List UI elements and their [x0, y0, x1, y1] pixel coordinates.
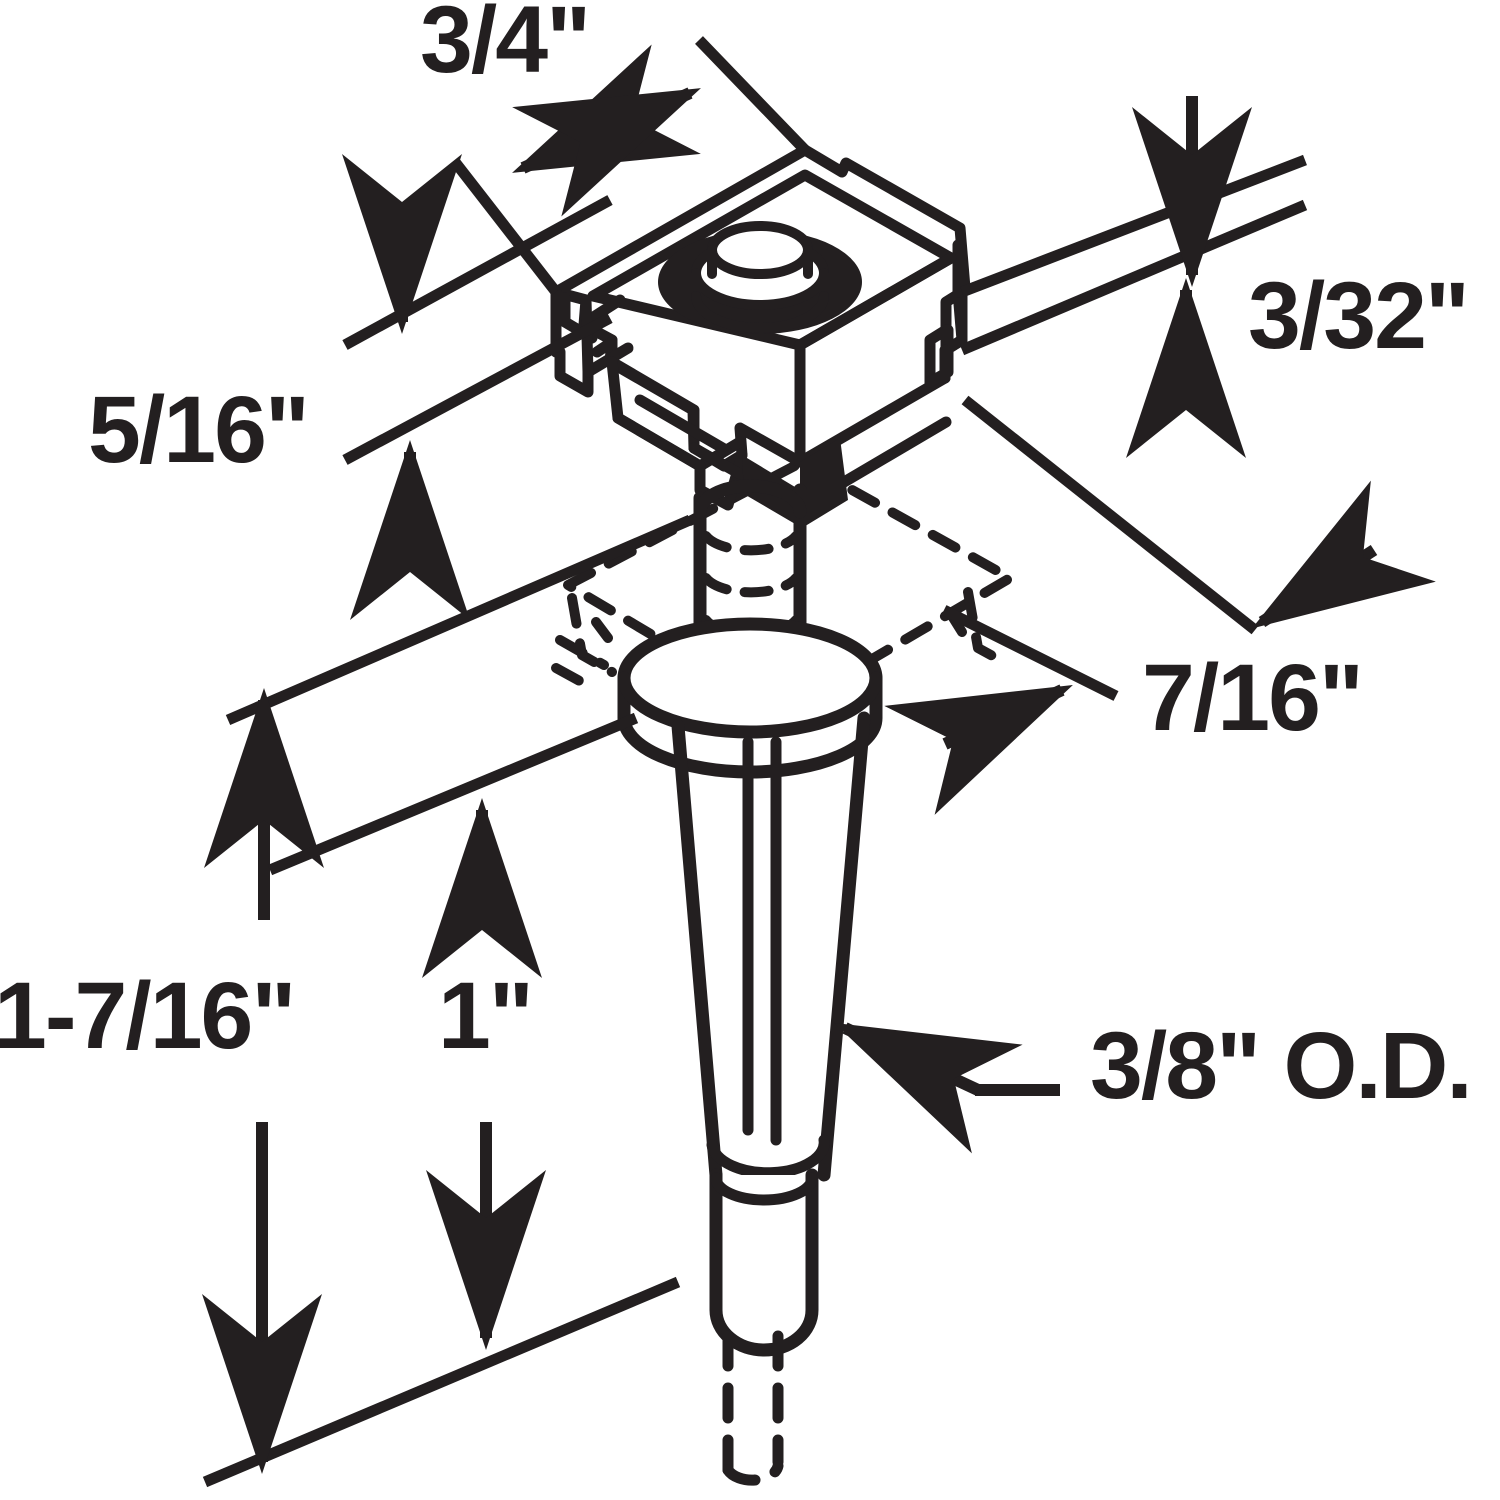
- shaft-inner-bore-lines: [742, 736, 782, 1146]
- ext-line-stem-top: [267, 712, 639, 876]
- label-overall-length: 1-7/16": [0, 963, 294, 1069]
- hidden-tip-extension: [722, 1330, 784, 1486]
- flange-disc: [617, 617, 883, 779]
- dim-arrow-depth-in-lower: [884, 684, 1073, 815]
- dimension-labels-group: 3/4" 5/16" 3/32" 7/16" 1-7/16" 1" 3/8" O…: [0, 0, 1473, 1119]
- dim-arrow-od: [834, 1022, 1023, 1154]
- dim-arrow-depth-in-upper: [1251, 480, 1436, 629]
- bracket-shadow-wedge: [742, 438, 848, 528]
- ext-line-depth-lower: [941, 605, 1119, 701]
- dim-shaft-od: [834, 1022, 1060, 1154]
- ext-line-depth-upper: [961, 395, 1259, 635]
- label-bracket-depth: 7/16": [1142, 645, 1362, 751]
- ext-line-width-right: [695, 36, 809, 154]
- dim-bracket-width: [450, 36, 809, 296]
- shaft-outer-edges: [671, 711, 871, 1182]
- dim-stem-length: [267, 712, 639, 1350]
- boss-top-face: [707, 221, 813, 279]
- dim-overall-length: [202, 514, 693, 1488]
- ext-line-height-lower: [342, 313, 613, 465]
- label-plate-thickness: 3/32": [1248, 263, 1468, 369]
- shaft-inner-bottom: [706, 1134, 830, 1179]
- label-shaft-od: 3/8" O.D.: [1090, 1013, 1471, 1119]
- ext-line-overall-top: [225, 514, 693, 726]
- dim-bracket-height: [342, 154, 613, 620]
- label-bracket-height: 5/16": [88, 377, 308, 483]
- shaft-tip: [709, 1168, 819, 1357]
- dimension-lines-group: [202, 36, 1436, 1488]
- label-bracket-width: 3/4": [420, 0, 589, 93]
- tapered-shaft: [671, 711, 871, 1182]
- dim-plate-thickness: [959, 96, 1308, 458]
- bracket-left-clip-lower: [554, 346, 594, 398]
- bracket-right-clip-lower: [924, 324, 952, 388]
- dim-arrow-width: [512, 44, 701, 217]
- shaft-tip-body: [709, 1168, 819, 1357]
- dim-bracket-depth: [884, 395, 1436, 815]
- top-boss: [658, 221, 862, 334]
- label-stem-length: 1": [438, 963, 532, 1069]
- ext-line-width-left: [450, 158, 561, 296]
